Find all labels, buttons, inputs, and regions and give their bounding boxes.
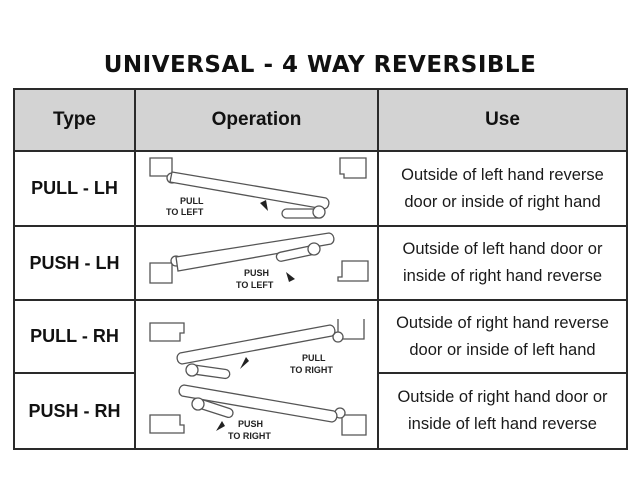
- type-cell-pull-rh: PULL - RH: [13, 299, 136, 374]
- pull-left-diagram-icon: PULL TO LEFT: [149, 157, 367, 219]
- type-cell-push-rh: PUSH - RH: [13, 372, 136, 450]
- push-left-diagram-icon: PUSH TO LEFT: [149, 232, 369, 290]
- use-cell-push-lh: Outside of left hand door or inside of ri…: [377, 225, 628, 301]
- operation-label-line1: PULL: [302, 353, 326, 363]
- operation-cell-push-lh: PUSH TO LEFT: [134, 225, 379, 301]
- use-line: inside of right hand reverse: [402, 267, 603, 285]
- operation-label-line1: PUSH: [238, 419, 263, 429]
- operation-label-line1: PUSH: [244, 268, 269, 278]
- use-line: Outside of right hand reverse: [396, 313, 609, 332]
- use-line: Outside of right hand door or: [397, 388, 608, 406]
- header-operation: Operation: [134, 88, 379, 152]
- type-cell-push-lh: PUSH - LH: [13, 225, 136, 301]
- use-line: inside of left hand reverse: [408, 415, 597, 433]
- header-use: Use: [377, 88, 628, 152]
- page-title: UNIVERSAL - 4 WAY REVERSIBLE: [103, 52, 537, 78]
- operation-label-line2: TO LEFT: [166, 207, 204, 217]
- operation-cell-pull-lh: PULL TO LEFT: [134, 150, 379, 227]
- use-cell-push-rh: Outside of right hand door or inside of l…: [377, 372, 628, 450]
- use-line: door or inside of left hand: [409, 340, 596, 359]
- reversible-table: Type Operation Use PULL - LH PUSH - LH P…: [13, 88, 628, 450]
- operation-label-line2: TO LEFT: [236, 280, 274, 290]
- operation-label-line1: PULL: [180, 196, 204, 206]
- use-line: Outside of left hand reverse: [401, 165, 604, 184]
- use-cell-pull-lh: Outside of left hand reverse door or insi…: [377, 150, 628, 227]
- use-cell-pull-rh: Outside of right hand reverse door or ins…: [377, 299, 628, 374]
- operation-label-line2: TO RIGHT: [290, 365, 333, 375]
- right-hand-diagrams-icon: PULL TO RIGHT PUSH TO RIGHT: [149, 319, 367, 441]
- use-line: Outside of left hand door or: [402, 240, 603, 258]
- header-type: Type: [13, 88, 136, 152]
- use-line: door or inside of right hand: [404, 192, 601, 211]
- type-cell-pull-lh: PULL - LH: [13, 150, 136, 227]
- operation-label-line2: TO RIGHT: [228, 431, 271, 441]
- operation-cell-rh: PULL TO RIGHT PUSH TO RIGHT: [134, 299, 379, 450]
